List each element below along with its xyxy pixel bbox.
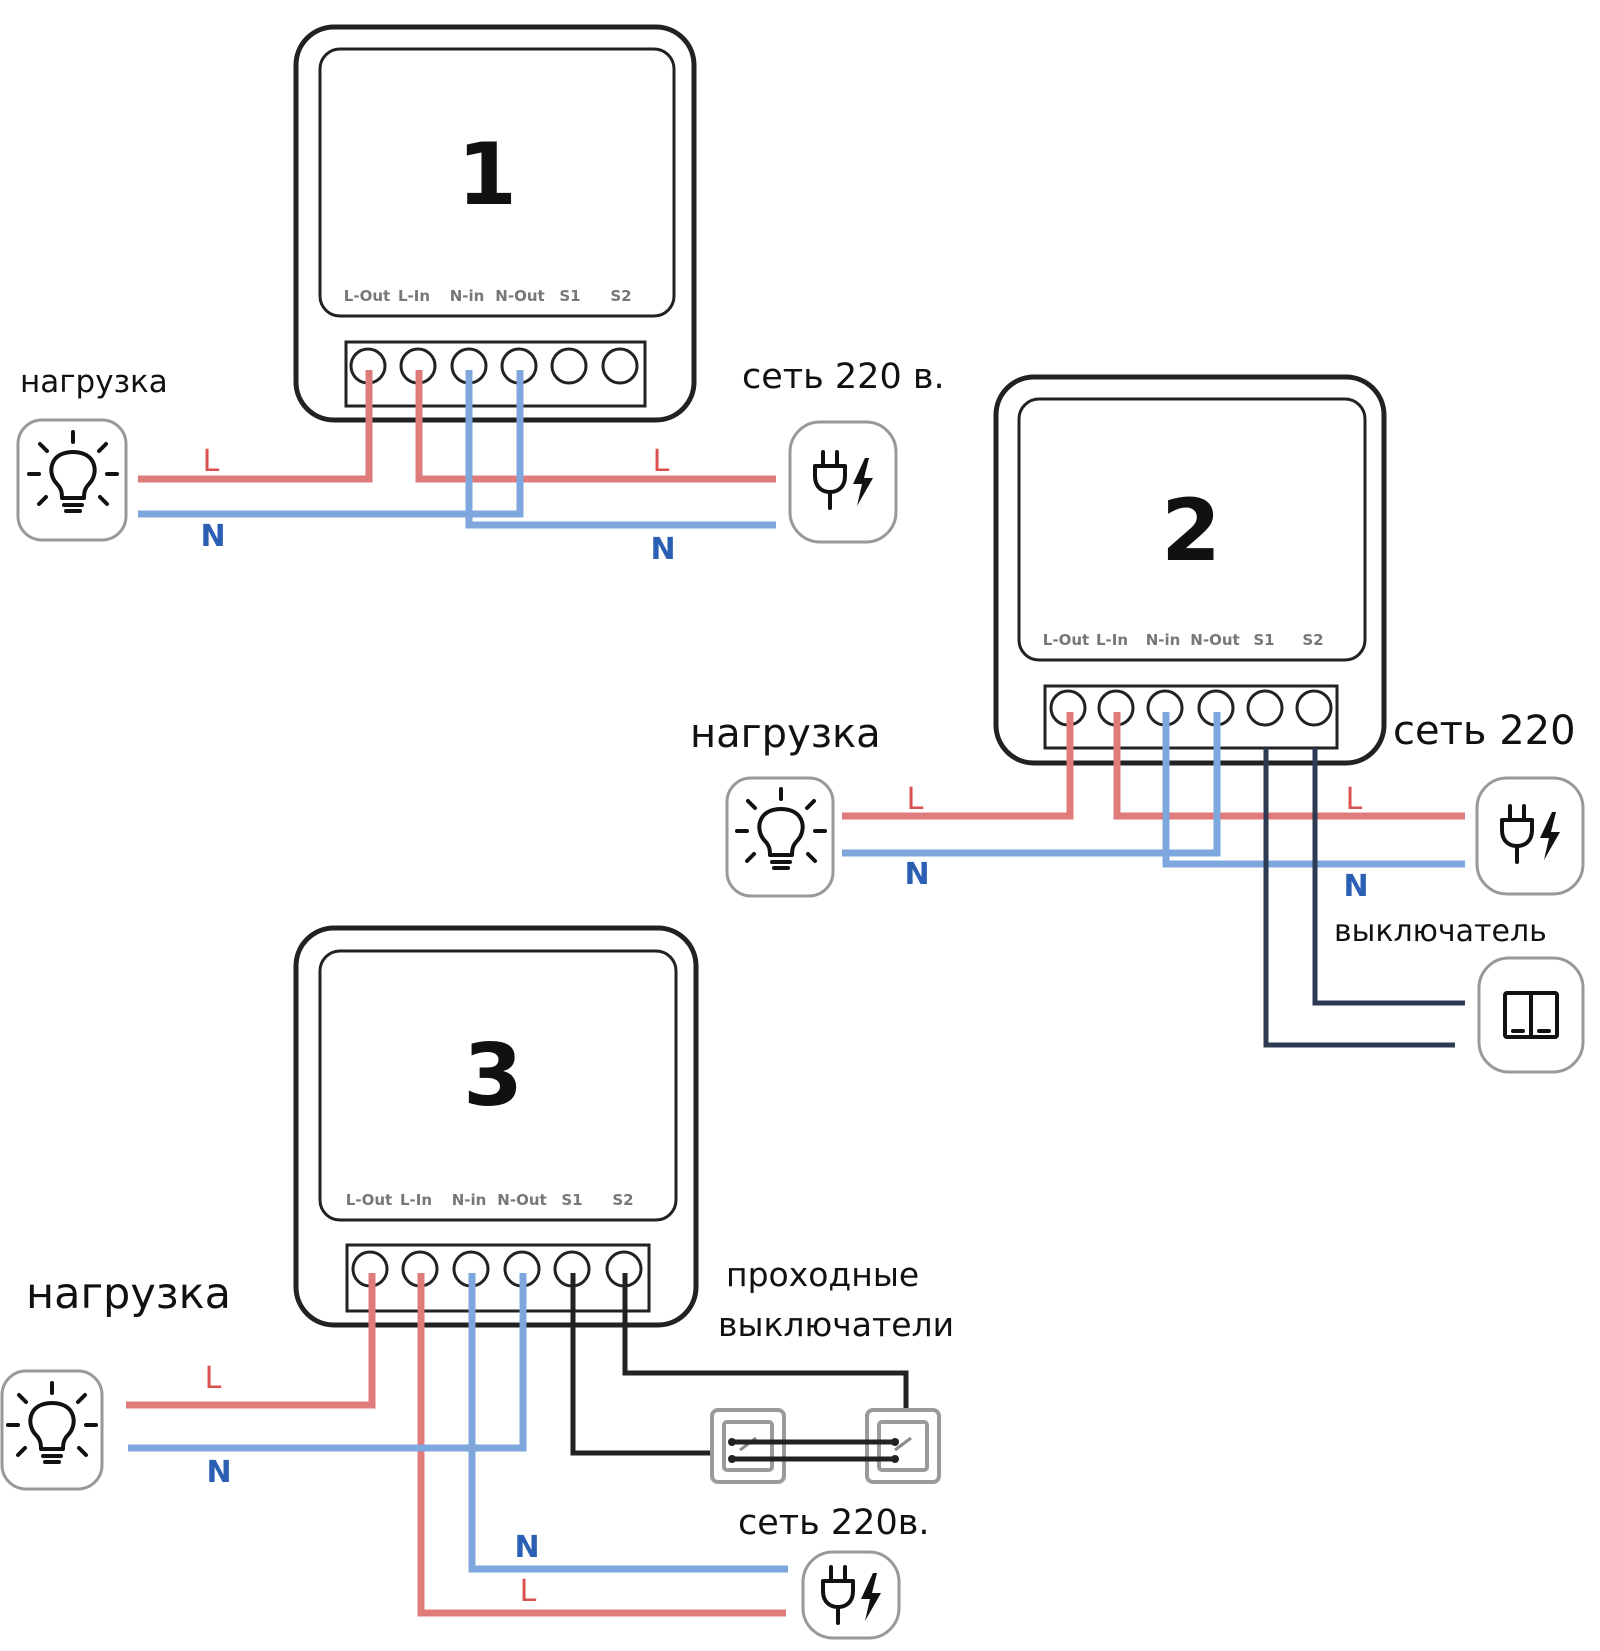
diagram-2: 2 L-Out L-In N-in N-Out S1 S2 L L N bbox=[690, 374, 1585, 1074]
wire-traveler-s2 bbox=[622, 1273, 909, 1440]
wire-mains-neutral bbox=[465, 370, 776, 529]
device-2: 2 L-Out L-In N-in N-Out S1 S2 bbox=[993, 374, 1387, 766]
mains-label: сеть 220 bbox=[1393, 708, 1576, 754]
device-1-number: 1 bbox=[457, 125, 517, 225]
terminal-label-l-in: L-In bbox=[398, 287, 430, 305]
wire-mains-line bbox=[1113, 712, 1465, 820]
switch-label-line1: проходные bbox=[726, 1255, 919, 1294]
terminal-label-s2: S2 bbox=[1302, 631, 1323, 649]
terminal-label-n-in: N-in bbox=[450, 287, 485, 305]
terminal-s1 bbox=[550, 347, 588, 385]
terminal-label-s2: S2 bbox=[612, 1191, 633, 1209]
terminal-label-l-in: L-In bbox=[400, 1191, 432, 1209]
wire-letter-neutral: N bbox=[514, 1530, 539, 1565]
wire-letter-line: L bbox=[1346, 782, 1363, 817]
wire-switch-s1 bbox=[1263, 748, 1455, 1048]
wire-letter-neutral: N bbox=[200, 519, 225, 554]
device-3-terminal-block bbox=[345, 1243, 651, 1313]
terminal-label-n-out: N-Out bbox=[1190, 631, 1239, 649]
device-3-face bbox=[318, 949, 678, 1222]
terminal-label-s1: S1 bbox=[1253, 631, 1274, 649]
mains-label: сеть 220 в. bbox=[742, 357, 945, 397]
wire-load-line bbox=[126, 1273, 376, 1409]
device-3: 3 L-Out L-In N-in N-Out S1 S2 bbox=[293, 925, 699, 1328]
device-3-number: 3 bbox=[463, 1026, 523, 1126]
wire-mains-line bbox=[415, 370, 776, 483]
terminal-label-s2: S2 bbox=[610, 287, 631, 305]
wire-load-neutral bbox=[128, 1273, 527, 1452]
terminal-label-s1: S1 bbox=[559, 287, 580, 305]
diagram-3: 3 L-Out L-In N-in N-Out S1 S2 bbox=[0, 925, 954, 1640]
device-1: 1 L-Out L-In N-in N-Out S1 S2 bbox=[293, 24, 697, 423]
wire-load-neutral bbox=[138, 370, 524, 518]
terminal-label-l-out: L-Out bbox=[1043, 631, 1089, 649]
terminal-label-l-in: L-In bbox=[1096, 631, 1128, 649]
mains-label: сеть 220в. bbox=[738, 1503, 929, 1543]
terminal-label-n-in: N-in bbox=[1146, 631, 1181, 649]
diagram-1: 1 L-Out L-In N-in N-Out S1 S2 L L N N bbox=[16, 24, 945, 567]
terminal-label-n-out: N-Out bbox=[497, 1191, 546, 1209]
device-1-terminal-block bbox=[344, 340, 647, 408]
terminal-label-n-in: N-in bbox=[452, 1191, 487, 1209]
switch-label-line2: выключатели bbox=[718, 1305, 954, 1344]
device-2-face bbox=[1017, 397, 1367, 662]
terminal-s1 bbox=[1246, 689, 1284, 727]
device-1-face bbox=[318, 47, 676, 318]
load-1: нагрузка bbox=[16, 364, 168, 542]
pass-through-switch-icon bbox=[865, 1408, 941, 1484]
wire-load-line bbox=[842, 712, 1074, 820]
terminal-label-s1: S1 bbox=[561, 1191, 582, 1209]
device-2-number: 2 bbox=[1161, 481, 1221, 581]
mains-1: сеть 220 в. bbox=[742, 357, 945, 544]
device-3-terminal-labels: L-Out L-In N-in N-Out S1 S2 bbox=[346, 1191, 634, 1209]
load-2: нагрузка bbox=[690, 711, 881, 898]
wire-letter-neutral: N bbox=[904, 857, 929, 892]
wire-traveler-s1 bbox=[570, 1273, 710, 1456]
pass-through-switch-icon bbox=[710, 1408, 786, 1484]
terminal-label-l-out: L-Out bbox=[344, 287, 390, 305]
terminal-s2 bbox=[601, 347, 639, 385]
load-3: нагрузка bbox=[0, 1269, 231, 1491]
wire-letter-line: L bbox=[205, 1361, 222, 1396]
wire-switch-s2 bbox=[1312, 748, 1465, 1006]
mains-3: сеть 220в. bbox=[738, 1503, 929, 1640]
terminal-s2 bbox=[1295, 689, 1333, 727]
wire-mains-line bbox=[417, 1273, 786, 1617]
pass-switch-right bbox=[865, 1408, 941, 1484]
wire-load-line bbox=[138, 370, 373, 483]
device-2-terminal-labels: L-Out L-In N-in N-Out S1 S2 bbox=[1043, 631, 1324, 649]
device-2-terminal-block bbox=[1043, 684, 1339, 750]
wire-letter-neutral: N bbox=[206, 1455, 231, 1490]
load-label: нагрузка bbox=[26, 1269, 231, 1319]
device-1-terminal-labels: L-Out L-In N-in N-Out S1 S2 bbox=[344, 287, 632, 305]
wire-letter-neutral: N bbox=[650, 532, 675, 567]
load-label: нагрузка bbox=[690, 711, 881, 757]
wire-load-neutral bbox=[842, 712, 1221, 857]
terminal-label-l-out: L-Out bbox=[346, 1191, 392, 1209]
wire-letter-line: L bbox=[520, 1574, 537, 1609]
switch-2: выключатель bbox=[1334, 914, 1585, 1074]
wire-mains-neutral bbox=[468, 1273, 788, 1573]
wire-letter-line: L bbox=[203, 444, 220, 479]
switch-label: выключатель bbox=[1334, 914, 1547, 949]
load-label: нагрузка bbox=[20, 364, 168, 400]
wire-mains-neutral bbox=[1162, 712, 1465, 868]
pass-switches-caption: проходные выключатели bbox=[718, 1255, 954, 1344]
wire-letter-line: L bbox=[653, 444, 670, 479]
mains-2: сеть 220 bbox=[1393, 708, 1585, 896]
wire-letter-line: L bbox=[907, 782, 924, 817]
pass-switch-left bbox=[710, 1408, 786, 1484]
wire-letter-neutral: N bbox=[1343, 869, 1368, 904]
terminal-label-n-out: N-Out bbox=[495, 287, 544, 305]
